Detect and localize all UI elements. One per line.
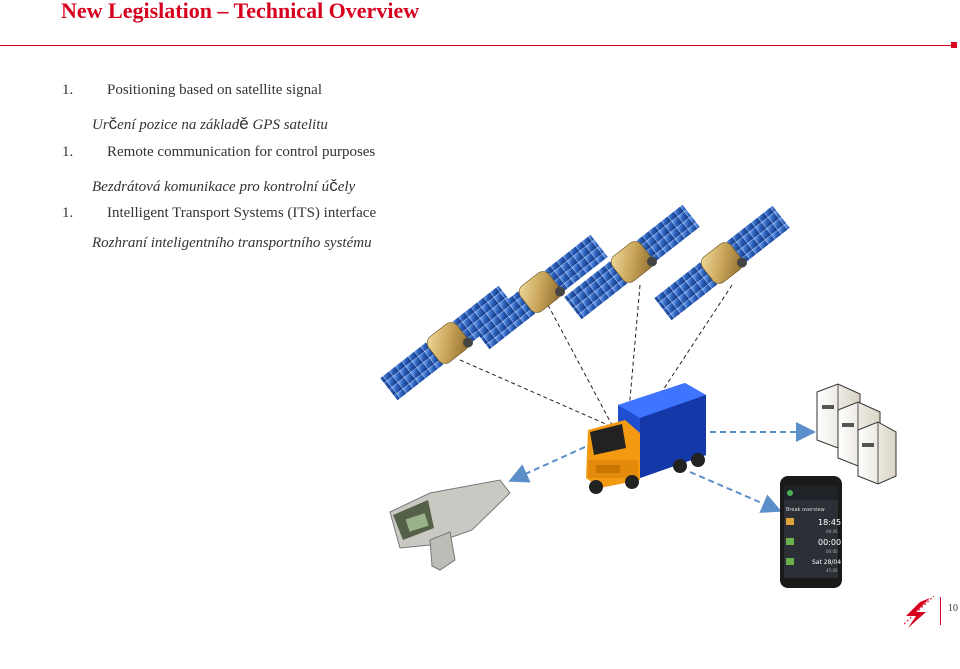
list-number: 1. [62,205,74,221]
subtext-part: GPS satelitu [248,117,328,133]
title-divider-marker [951,42,957,48]
list-subtext-2: Bezdrátová komunikace pro kontrolní účel… [92,176,355,196]
phone-row: 00:00 00:00 [786,538,841,554]
phone-row: 18:45 09:45 [786,518,841,534]
phone-row-sub: 00:00 [826,549,838,554]
satellite-icon [472,234,608,350]
list-number: 1. [62,144,74,160]
communication-arrows [508,422,816,513]
satellite-icon [654,205,790,321]
list-text: Positioning based on satellite signal [107,82,322,98]
subtext-part: ě [239,114,249,133]
satellite-icon [380,285,516,401]
subtext-part: č [329,176,338,195]
list-subtext-1: Určení pozice na základě GPS satelitu [92,114,328,134]
slide-title: New Legislation – Technical Overview [61,0,420,23]
list-text: Remote communication for control purpose… [107,144,376,160]
satellite-icon [564,204,700,320]
server-icon [857,421,897,485]
smartphone-icon: Break overview 18:45 09:45 00:00 00:00 S… [780,476,842,588]
list-subtext-3: Rozhraní inteligentního transportního sy… [92,235,372,251]
page-number: 10 [948,603,958,614]
phone-row-sub: 09:45 [826,529,838,534]
subtext-part: ely [337,179,356,195]
phone-row-value: 00:00 [818,538,841,547]
list-number: 1. [62,82,74,98]
company-logo [903,595,935,628]
subtext-part: č [108,114,118,133]
phone-row-value: 18:45 [818,518,841,527]
title-divider [0,45,952,46]
subtext-part: ení pozice na základ [117,117,240,133]
truck-icon [586,383,706,494]
subtext-part: Ur [92,117,109,133]
subtext-part: Bezdrátová komunikace pro kontrolní ú [92,179,330,195]
handheld-reader-icon [389,479,511,571]
phone-row-value: Sat 28/04 [812,559,841,566]
page-number-divider [940,597,941,625]
phone-row: Sat 28/04 45:00 [786,558,841,573]
list-text: Intelligent Transport Systems (ITS) inte… [107,205,377,221]
phone-header: Break overview [786,507,825,513]
phone-row-sub: 45:00 [826,568,838,573]
satellite-signal-lines [459,284,733,426]
